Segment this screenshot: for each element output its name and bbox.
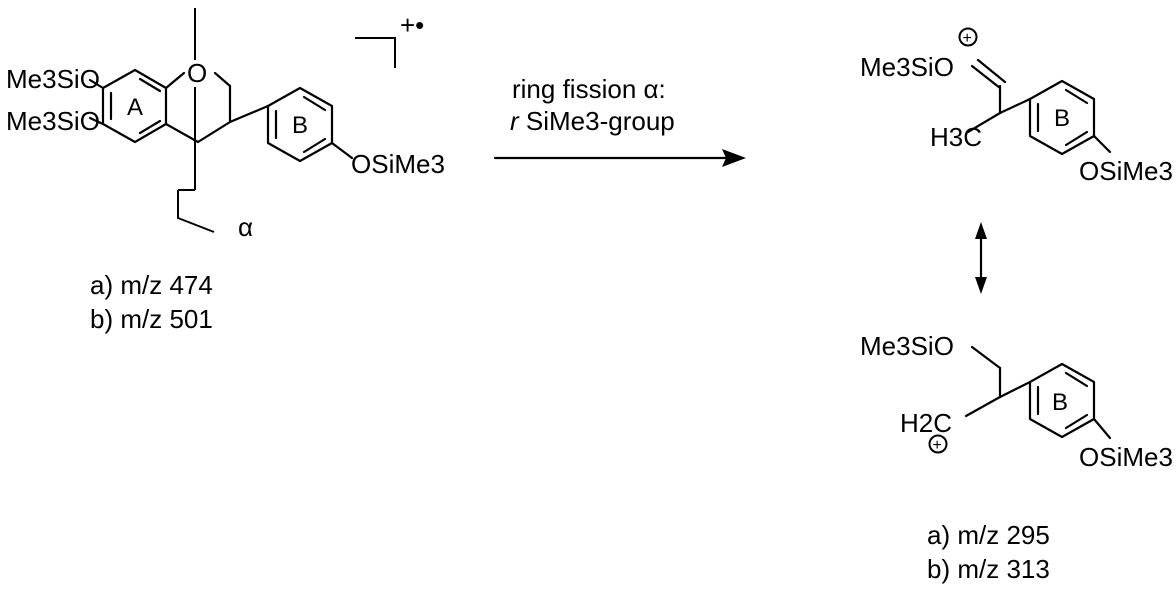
oxonium-silyl-group: Me3SiO bbox=[860, 52, 954, 82]
product2-ring-b-inner-bond bbox=[1064, 371, 1089, 388]
reaction-arrow: ring fission α: r SiMe3-group bbox=[493, 74, 746, 167]
ring-a-label: A bbox=[127, 94, 143, 121]
carbocation-methylene: H2C bbox=[900, 408, 952, 438]
reaction-condition-line1: ring fission α: bbox=[512, 74, 666, 104]
resonance-arrowhead-down bbox=[975, 277, 987, 294]
reactant-para-group: OSiMe3 bbox=[351, 149, 445, 179]
product1-ring-b-inner-bond bbox=[1064, 130, 1089, 147]
reaction-condition-line2: r SiMe3-group bbox=[510, 106, 675, 136]
product-mass-b: b) m/z 313 bbox=[927, 554, 1050, 584]
oxonium-charge-circle bbox=[958, 27, 978, 47]
product-oxonium: Me3SiO + H3C B OSiMe3 bbox=[860, 27, 1173, 186]
product-masses: a) m/z 295 b) m/z 313 bbox=[927, 520, 1050, 584]
product-carbocation: Me3SiO H2C + B OSiMe3 bbox=[860, 331, 1173, 472]
product2-bond-ring-o bbox=[1092, 417, 1112, 440]
bond-c4-c4a bbox=[164, 122, 200, 144]
oxonium-methyl: H3C bbox=[930, 122, 982, 152]
product2-para-group: OSiMe3 bbox=[1079, 442, 1173, 472]
reaction-arrowhead bbox=[722, 149, 746, 167]
product1-para-group: OSiMe3 bbox=[1079, 156, 1173, 186]
ring-b-label: B bbox=[292, 112, 308, 139]
oxonium-charge-sign: + bbox=[963, 30, 972, 47]
reactant-label-top-osi: Me3SiO bbox=[6, 64, 100, 94]
bond-o-ch-double-1 bbox=[970, 64, 1002, 90]
product1-bond-ring-o bbox=[1092, 134, 1112, 154]
ring-a-inner-bond bbox=[138, 77, 162, 93]
radical-cation-charge: +• bbox=[400, 10, 424, 40]
resonance-arrowhead-up bbox=[975, 222, 987, 239]
bond-ch-ch2-cation bbox=[964, 395, 1002, 418]
bond-c-ch3 bbox=[966, 111, 1002, 134]
resonance-arrow: ↔ bbox=[975, 222, 987, 294]
bond-ch-ring-b bbox=[998, 380, 1032, 399]
product1-ring-b-inner-bond bbox=[1064, 88, 1089, 105]
bond-c3-ring-b bbox=[228, 104, 270, 124]
reactant-mass-a: a) m/z 474 bbox=[90, 270, 213, 300]
bond-o-ch-double-2 bbox=[976, 58, 1007, 84]
ring-b-inner-bond bbox=[302, 95, 327, 112]
carbocation-silyl-group: Me3SiO bbox=[860, 331, 954, 361]
product1-ring-b-label: B bbox=[1054, 105, 1070, 132]
carbocation-charge-circle bbox=[928, 434, 948, 454]
ring-b-inner-bond bbox=[302, 137, 327, 154]
ring-a-inner-bond bbox=[138, 119, 162, 135]
bond-c3-c4 bbox=[196, 120, 232, 144]
reactant-label-bottom-osi: Me3SiO bbox=[6, 106, 100, 136]
reactant-ring-oxygen: O bbox=[187, 58, 207, 88]
bond-ring-b-o bbox=[330, 141, 354, 160]
product2-ring-b-inner-bond bbox=[1064, 413, 1089, 430]
product2-ring-b-label: B bbox=[1052, 389, 1068, 416]
product-mass-a: a) m/z 295 bbox=[927, 520, 1050, 550]
bond-c-ring-b bbox=[998, 97, 1032, 115]
bond-o1-c2 bbox=[213, 71, 232, 88]
bond-c8a-o1 bbox=[164, 71, 186, 90]
radical-cation-bracket bbox=[355, 37, 396, 68]
fission-alpha-label: α bbox=[238, 212, 253, 242]
reactant-molecule: Me3SiO Me3SiO O A B OSiMe3 +• α a) m/z 4… bbox=[6, 8, 445, 334]
carbocation-charge-sign: + bbox=[933, 437, 942, 454]
bond-o-ch2 bbox=[970, 345, 1002, 370]
bond-c7-o bbox=[88, 78, 105, 90]
bond-c6-o bbox=[88, 116, 105, 126]
fission-cut-line bbox=[177, 8, 215, 233]
reactant-mass-b: b) m/z 501 bbox=[90, 304, 213, 334]
